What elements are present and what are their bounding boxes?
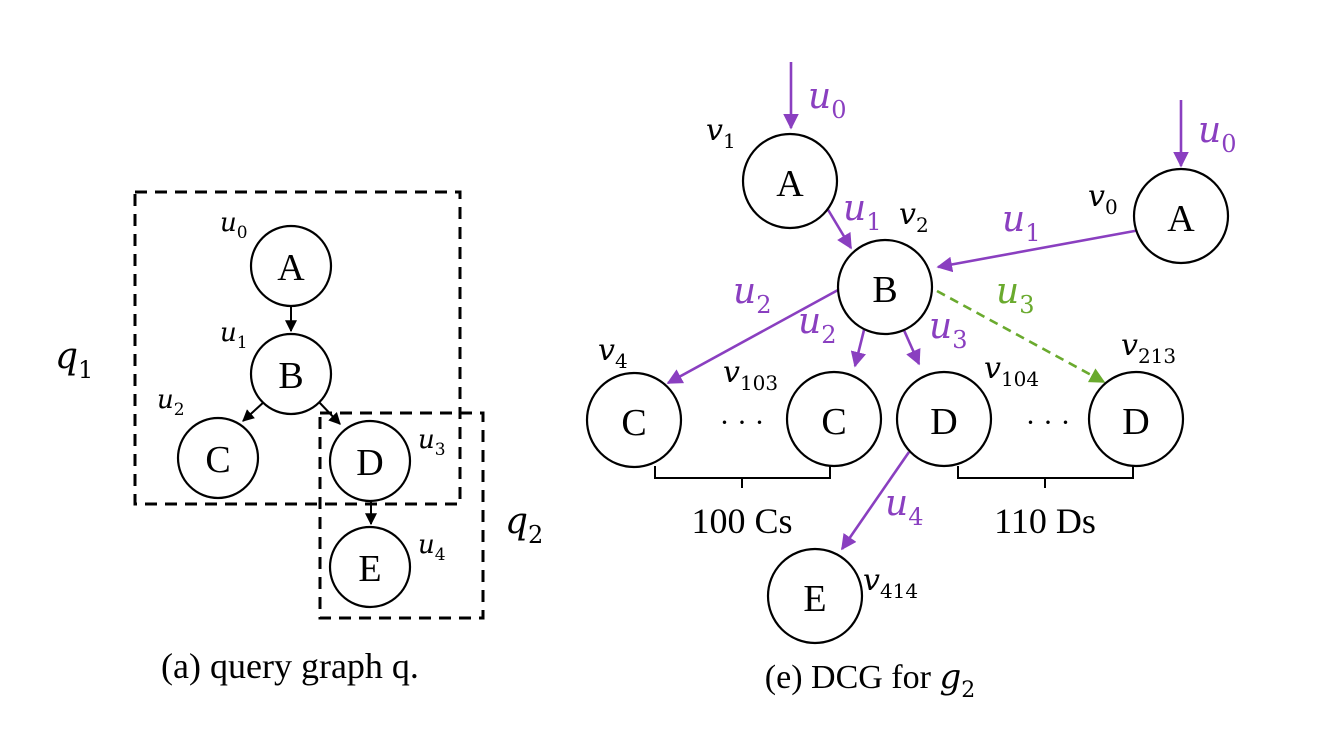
node-v104-var: v104	[984, 351, 1039, 391]
figure-a-query-graph: q1 q2 A u0 B u1 C u2 D u3 E u4	[55, 190, 543, 686]
edge-v2-v103	[850, 329, 866, 368]
node-u1-var: u1	[220, 318, 248, 353]
node-v414: E v414	[766, 547, 918, 645]
node-v0-var: v0	[1088, 179, 1118, 219]
edge-u1-u2	[242, 400, 266, 422]
node-u3-label: D	[356, 442, 383, 484]
edge-label-v2-v4: u2	[733, 271, 771, 319]
node-u1: B u1	[220, 318, 333, 416]
node-u4-label: E	[358, 548, 381, 590]
node-v2: B v2	[836, 197, 934, 336]
edge-u1-u3	[317, 400, 341, 425]
edge-label-in-v1: u0	[808, 76, 846, 124]
edge-v0-v2	[936, 228, 1141, 273]
node-v103: C v103	[723, 355, 883, 468]
node-u3: D u3	[328, 419, 446, 503]
edge-v2-v104	[901, 327, 921, 366]
node-u2: C u2	[157, 385, 260, 500]
edge-label-in-v0: u0	[1198, 110, 1236, 158]
figure-a-caption: (a) query graph q.	[161, 646, 419, 686]
subgraph-q1-label: q1	[55, 336, 93, 384]
edge-v2-v213	[936, 289, 1106, 384]
node-v0-label: A	[1167, 198, 1195, 240]
brace-cs	[654, 466, 831, 488]
edge-label-v2-v104: u3	[929, 306, 967, 354]
node-u2-label: C	[205, 439, 230, 481]
node-v414-var: v414	[863, 563, 918, 603]
group-label-ds: 110 Ds	[994, 501, 1096, 541]
node-v1-label: A	[776, 163, 804, 205]
node-v1-var: v1	[706, 113, 736, 153]
figure-e-dcg: u0 u0 u1 u1 u2 u2 u3 u3 u4 A v1 A v0 B v…	[585, 62, 1236, 703]
ellipsis-cs: · · ·	[720, 406, 765, 439]
node-u4: E u4	[328, 525, 446, 609]
edge-label-v104-v414: u4	[885, 483, 923, 531]
edge-label-v0-v2: u1	[1002, 199, 1040, 247]
figure-e-caption: (e) DCG for g2	[765, 657, 975, 703]
edge-label-v1-v2: u1	[843, 188, 881, 236]
edge-label-v2-v103: u2	[798, 301, 836, 349]
node-u1-label: B	[278, 355, 303, 397]
node-u3-var: u3	[418, 425, 446, 460]
node-u2-var: u2	[157, 385, 185, 420]
node-v103-var: v103	[723, 355, 778, 395]
node-u4-var: u4	[418, 530, 446, 565]
node-v2-label: B	[872, 269, 897, 311]
node-v213-var: v213	[1121, 328, 1176, 368]
node-v103-label: C	[821, 401, 846, 443]
group-label-cs: 100 Cs	[691, 501, 792, 541]
subgraph-q2-box	[318, 411, 485, 620]
node-v213-label: D	[1122, 401, 1149, 443]
ellipsis-ds: · · ·	[1026, 406, 1071, 439]
edge-v104-v414	[840, 451, 911, 551]
subgraph-q1-box	[133, 190, 462, 506]
node-u0-var: u0	[220, 208, 248, 243]
brace-ds	[957, 466, 1134, 488]
node-v104-label: D	[930, 401, 957, 443]
node-v213: D v213	[1087, 328, 1185, 468]
node-v414-label: E	[803, 578, 826, 620]
edge-v1-v2	[825, 207, 853, 250]
node-v1: A v1	[706, 113, 839, 230]
edge-label-v2-v213: u3	[996, 271, 1034, 319]
edge-v2-v4	[666, 288, 839, 385]
subgraph-q2-label: q2	[505, 501, 543, 549]
node-v4-var: v4	[598, 333, 628, 373]
node-v4-label: C	[621, 402, 646, 444]
node-u0-label: A	[277, 247, 305, 289]
node-v0: A v0	[1088, 167, 1230, 265]
node-u0: A u0	[220, 208, 333, 308]
node-v104: D v104	[895, 351, 1039, 468]
node-v4: C v4	[585, 333, 683, 469]
node-v2-var: v2	[899, 197, 929, 237]
